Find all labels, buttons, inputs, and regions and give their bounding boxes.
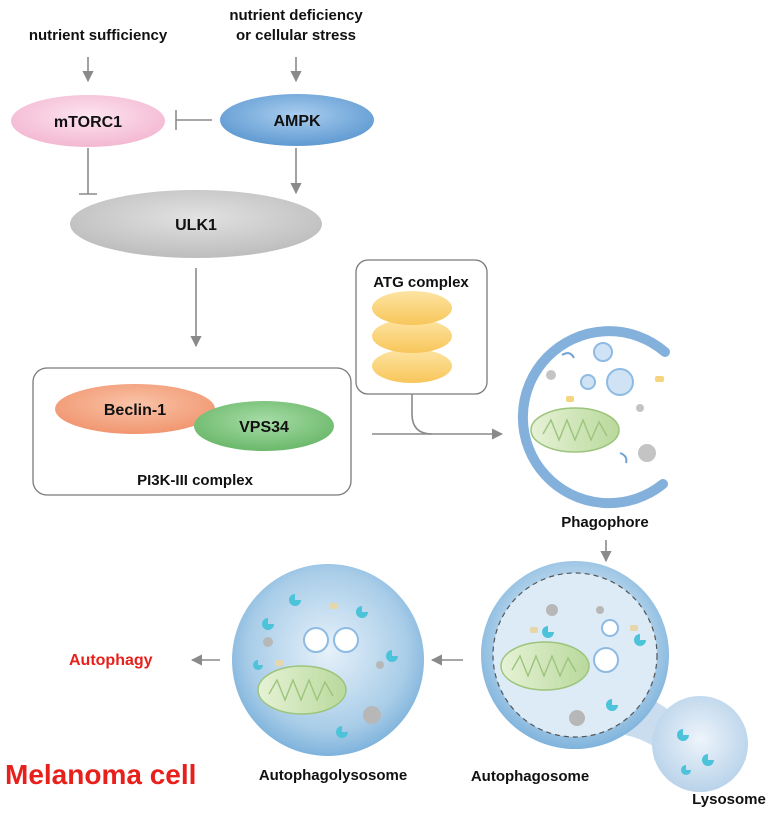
atg-protein-3	[372, 349, 452, 383]
mtorc1-label: mTORC1	[54, 114, 122, 131]
autophagosome-illustration	[481, 561, 669, 749]
pi3k-iii-complex-box: Beclin-1 VPS34 PI3K-III complex	[32, 367, 352, 496]
ampk-node: AMPK	[220, 94, 374, 146]
ampk-label: AMPK	[273, 113, 321, 130]
beclin1-node: Beclin-1	[55, 384, 215, 434]
beclin1-label: Beclin-1	[104, 402, 166, 419]
ulk1-label: ULK1	[175, 217, 217, 234]
autophagosome-label: Autophagosome	[471, 768, 589, 785]
mitochondrion	[530, 407, 620, 453]
phagophore-label: Phagophore	[561, 514, 649, 531]
autophagy-label: Autophagy	[69, 652, 153, 669]
cellular-stress-label: or cellular stress	[236, 27, 356, 44]
atg-complex-box: ATG complex	[355, 259, 488, 395]
melanoma-cell-label: Melanoma cell	[5, 759, 196, 790]
lysosome-label: Lysosome	[692, 791, 766, 808]
vps34-label: VPS34	[239, 419, 289, 436]
pi3k-complex-label: PI3K-III complex	[137, 472, 254, 489]
ampk-inhibits-mtorc1	[175, 110, 212, 130]
phagophore-illustration	[517, 326, 670, 509]
mitochondrion	[500, 641, 590, 691]
mtorc1-node: mTORC1	[11, 95, 165, 147]
ulk1-node: ULK1	[70, 190, 322, 258]
atg-protein-2	[372, 319, 452, 353]
complexes-to-phagophore-arrow	[372, 394, 504, 440]
mtorc1-inhibits-ulk1	[79, 148, 97, 195]
atg-protein-1	[372, 291, 452, 325]
autophagolysosome-illustration	[232, 564, 424, 756]
nutrient-deficiency-label: nutrient deficiency	[229, 7, 363, 24]
atg-complex-label: ATG complex	[373, 274, 469, 291]
mitochondrion	[257, 665, 347, 715]
vps34-node: VPS34	[194, 401, 334, 451]
nutrient-sufficiency-label: nutrient sufficiency	[29, 27, 168, 44]
autophagolysosome-label: Autophagolysosome	[259, 767, 407, 784]
